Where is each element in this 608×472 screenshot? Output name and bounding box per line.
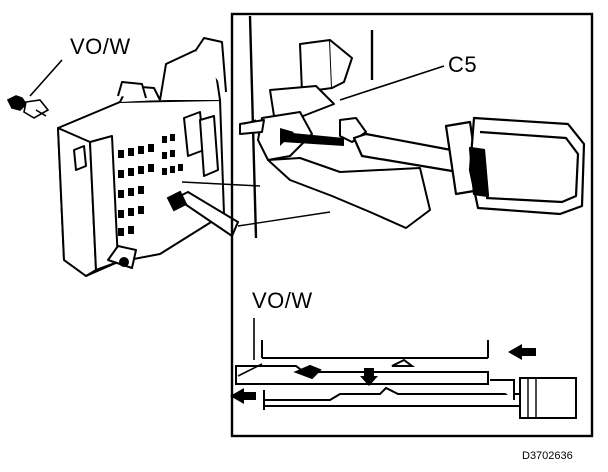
wire-label-top: VO/W xyxy=(70,34,131,59)
wire-label-bottom: VO/W xyxy=(252,288,313,313)
terminal-cutaway xyxy=(235,340,577,419)
probe-tool-small xyxy=(166,190,240,238)
inset-frame xyxy=(230,12,594,438)
leader-lines xyxy=(181,181,331,227)
connector-detail xyxy=(239,39,431,229)
insertion-arrow xyxy=(280,128,344,146)
figure-code: D3702636 xyxy=(522,450,573,462)
terminal-pin xyxy=(6,59,63,119)
direction-arrows xyxy=(230,344,536,404)
probe-tool xyxy=(352,116,586,216)
connector-block xyxy=(57,37,227,277)
c5-leader xyxy=(339,65,445,101)
connector-label: C5 xyxy=(448,52,478,77)
wire-lines xyxy=(237,318,263,377)
